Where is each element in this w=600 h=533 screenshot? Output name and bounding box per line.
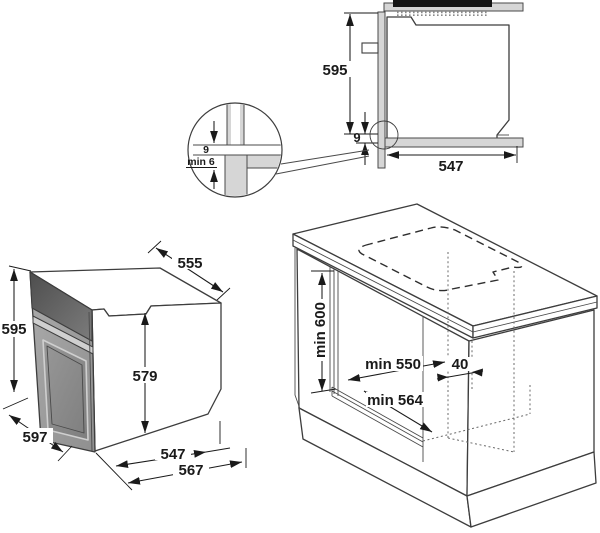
detail-dimensions: 9 min 6 (186, 121, 218, 189)
dim-label-bg (318, 61, 351, 77)
dim-oven-total-depth: 567 (127, 448, 247, 485)
dim-label: 567 (178, 462, 203, 479)
dim-label: min 550 (365, 356, 421, 373)
dim-niche-depth: min 550 (347, 356, 446, 382)
dim-back-gap: 40 (436, 356, 484, 382)
detail-marker-circle (369, 120, 399, 150)
dim-label-bg (173, 461, 209, 476)
worktop-edge-midline (292, 239, 598, 333)
plinth-right-face (466, 451, 597, 528)
door-handle-section (361, 42, 379, 54)
dim-label: 595 (322, 62, 347, 79)
dim-oven-height: 595 (0, 265, 32, 410)
dim-ticks (310, 270, 337, 394)
door-edge-line (88, 311, 93, 452)
shelf-section (384, 137, 524, 148)
detail-label-top: 9 (203, 144, 209, 156)
dim-label: 40 (452, 356, 469, 373)
detail-label-bottom: min 6 (187, 156, 215, 168)
dim-ticks (344, 12, 378, 144)
dim-label-bg (447, 357, 473, 371)
detail-content (193, 104, 281, 196)
dim-label-bg (155, 445, 191, 460)
dim-label: min 564 (367, 392, 424, 409)
side-panel-edge-lines (294, 248, 301, 410)
dim-arrow-left (437, 373, 448, 382)
section-view: 595 9 547 9 (186, 0, 524, 198)
oven-body-section-outline (386, 16, 510, 141)
oven-front-frame-section (377, 11, 386, 169)
dim-label: 579 (132, 368, 157, 385)
dim-label-bg (364, 356, 423, 371)
dim-label-bg (17, 428, 53, 443)
dim-ticks (57, 445, 73, 462)
dim-oven-top-width: 555 (147, 240, 231, 301)
dim-ticks (2, 265, 32, 410)
dim-label: min 600 (312, 302, 329, 358)
cabinet-3d-view: min 600 min 550 40 min 564 (292, 203, 598, 528)
dim-label: 9 (353, 130, 360, 145)
dim-label: 597 (22, 429, 47, 446)
hob-strip (393, 0, 492, 7)
dim-label: 547 (160, 446, 185, 463)
hob-cutout-dashed (358, 226, 523, 292)
dim-section-height: 595 (318, 12, 378, 144)
dim-label-bg (366, 392, 425, 407)
dim-ticks (147, 240, 231, 301)
dim-oven-front-width: 597 (8, 414, 73, 462)
oven-3d-view: 555 595 579 597 547 (0, 240, 247, 491)
dim-label: 547 (438, 158, 463, 175)
dim-oven-body-height: 579 (127, 313, 163, 433)
dim-arrow-right (472, 368, 483, 377)
door-handle (32, 315, 94, 355)
dim-label: 595 (1, 321, 26, 338)
dim-label-bg (0, 321, 29, 337)
door-bottom-detail (224, 154, 248, 196)
dim-niche-height: min 600 (310, 270, 337, 394)
control-panel (29, 271, 93, 342)
dim-label-bg (311, 299, 328, 361)
dim-bottom-depth: min 564 (363, 390, 433, 433)
detail-leader-lines (275, 149, 370, 175)
vent-stipple (397, 11, 489, 16)
dim-ticks (95, 421, 231, 491)
dim-line (155, 247, 224, 293)
dim-label: 555 (177, 255, 202, 272)
dim-label-bg (433, 158, 469, 173)
dim-oven-body-depth: 547 (95, 421, 231, 491)
shelf-detail (243, 154, 281, 169)
dim-section-overlap: 9 (353, 112, 369, 165)
door-window-inner-line (46, 345, 85, 434)
dim-label-bg (127, 367, 163, 383)
frame-bar-left-strip (227, 104, 231, 145)
frame-bar-right-strip (240, 104, 244, 145)
dim-section-depth: 547 (387, 146, 518, 175)
dim-label-bg (172, 254, 208, 269)
